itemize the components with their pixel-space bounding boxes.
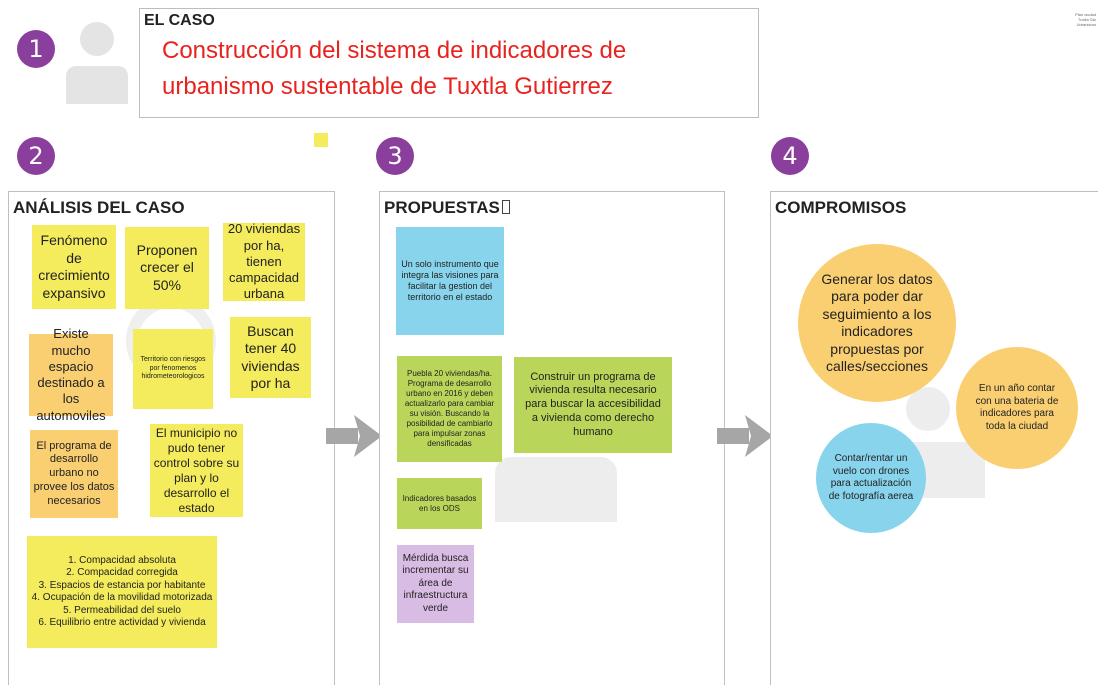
arrow-right-icon bbox=[717, 415, 773, 457]
step-badge-4: 4 bbox=[771, 137, 809, 175]
panel-compromisos: COMPROMISOS Generar los datos para poder… bbox=[770, 191, 1098, 685]
circle-generar-datos[interactable]: Generar los datos para poder dar seguimi… bbox=[798, 244, 956, 402]
panel-title-analisis: ANÁLISIS DEL CASO bbox=[13, 198, 185, 217]
case-box: EL CASO Construcción del sistema de indi… bbox=[139, 8, 759, 118]
note-indicator-list[interactable]: 1. Compacidad absoluta 2. Compacidad cor… bbox=[27, 536, 217, 648]
case-title-line-1: Construcción del sistema de indicadores … bbox=[162, 37, 627, 64]
indicator-item: 1. Compacidad absoluta bbox=[68, 554, 176, 566]
note-buscan-40[interactable]: Buscan tener 40 viviendas por ha bbox=[230, 317, 311, 398]
note-espacio-automoviles[interactable]: Existe mucho espacio destinado a los aut… bbox=[29, 326, 113, 423]
note-20-viviendas[interactable]: 20 viviendas por ha, tienen campacidad u… bbox=[223, 221, 305, 301]
indicator-item: 5. Permeabilidad del suelo bbox=[63, 604, 181, 616]
note-proponen[interactable]: Proponen crecer el 50% bbox=[125, 227, 209, 309]
circle-drones[interactable]: Contar/rentar un vuelo con drones para a… bbox=[816, 423, 926, 533]
note-programa-datos[interactable]: El programa de desarrollo urbano no prov… bbox=[30, 430, 118, 518]
note-merida[interactable]: Mérdida busca incrementar su área de inf… bbox=[397, 545, 474, 623]
panel-propuestas: PROPUESTAS Un solo instrumento que integ… bbox=[379, 191, 725, 685]
person-ghost-icon bbox=[906, 387, 950, 431]
case-label: EL CASO bbox=[144, 12, 215, 29]
step-badge-3: 3 bbox=[376, 137, 414, 175]
note-ods[interactable]: Indicadores basados en los ODS bbox=[397, 478, 482, 529]
panel-title-propuestas: PROPUESTAS bbox=[384, 198, 510, 218]
note-territorio-riesgos[interactable]: Territorio con riesgos por fenomenos hid… bbox=[133, 329, 213, 409]
sticky-small-square[interactable] bbox=[314, 133, 328, 147]
corner-note-line: Urbanismo bbox=[1076, 22, 1096, 27]
panel-title-compromisos: COMPROMISOS bbox=[775, 198, 907, 217]
step-badge-1: 1 bbox=[17, 30, 55, 68]
indicator-item: 3. Espacios de estancia por habitante bbox=[38, 579, 206, 591]
note-municipio-control[interactable]: El municipio no pudo tener control sobre… bbox=[150, 424, 243, 517]
panel-title-propuestas-text: PROPUESTAS bbox=[384, 198, 500, 217]
corner-note-line: Tuxtla Gtz bbox=[1077, 17, 1096, 22]
arrow-right-icon bbox=[326, 415, 382, 457]
indicator-item: 4. Ocupación de la movilidad motorizada bbox=[31, 592, 213, 603]
note-fenomeno[interactable]: Fenómeno de crecimiento expansivo bbox=[32, 225, 116, 309]
circle-en-un-ano[interactable]: En un año contar con una bateria de indi… bbox=[956, 347, 1078, 469]
note-instrumento[interactable]: Un solo instrumento que integra las visi… bbox=[396, 227, 504, 335]
person-ghost-body bbox=[495, 457, 617, 522]
panel-analisis: ANÁLISIS DEL CASO Fenómeno de crecimient… bbox=[8, 191, 335, 685]
user-avatar-icon bbox=[66, 22, 128, 104]
note-programa-vivienda[interactable]: Construir un programa de vivienda result… bbox=[514, 357, 672, 453]
indicator-item: 6. Equilibrio entre actividad y vivienda bbox=[38, 617, 206, 628]
corner-note-line: Plan ciudad bbox=[1075, 12, 1096, 17]
step-badge-2: 2 bbox=[17, 137, 55, 175]
corner-note: Plan ciudad Tuxtla Gtz Urbanismo bbox=[1070, 12, 1096, 27]
indicator-item: 2. Compacidad corregida bbox=[66, 567, 178, 578]
title-box-glyph bbox=[501, 200, 510, 214]
note-puebla[interactable]: Puebla 20 viviendas/ha. Programa de desa… bbox=[397, 356, 502, 462]
case-title-line-2: urbanismo sustentable de Tuxtla Gutierre… bbox=[162, 73, 613, 100]
